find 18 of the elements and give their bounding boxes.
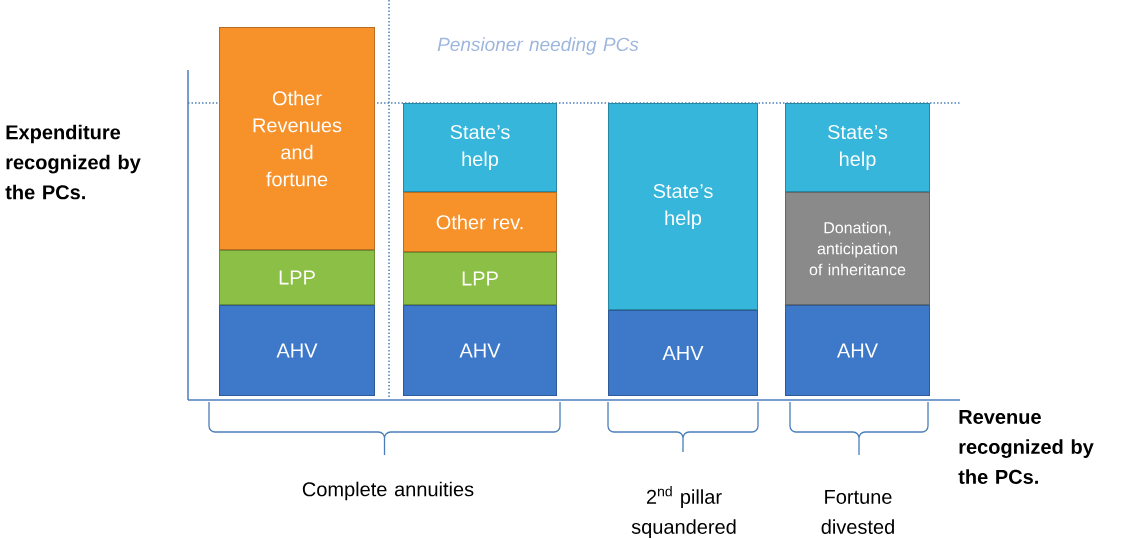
text-label: 2$^{nd}$ pillar squandered xyxy=(631,486,736,538)
bar-segment: Other Revenues and fortune xyxy=(219,27,375,250)
bar-segment: AHV xyxy=(608,310,758,396)
bar-segment: LPP xyxy=(219,250,375,305)
bar-segment: State’s help xyxy=(785,103,930,192)
bar-segment: Donation, anticipation of inheritance xyxy=(785,192,930,305)
bar-segment: LPP xyxy=(403,252,557,305)
text-label: Complete annuities xyxy=(302,481,474,501)
bar-segment: State’s help xyxy=(403,103,557,192)
text-label: Expenditure recognized by the PCs. xyxy=(5,124,141,200)
bar-segment: Other rev. xyxy=(403,192,557,252)
text-label: Revenue recognized by the PCs. xyxy=(958,410,1094,484)
bar-segment: AHV xyxy=(403,305,557,396)
text-label: Fortune divested xyxy=(821,490,894,534)
bar-segment: AHV xyxy=(219,305,375,396)
text-label: Pensioner needing PCs xyxy=(437,37,639,55)
bar-segment: AHV xyxy=(785,305,930,396)
bar-segment: State’s help xyxy=(608,103,758,310)
